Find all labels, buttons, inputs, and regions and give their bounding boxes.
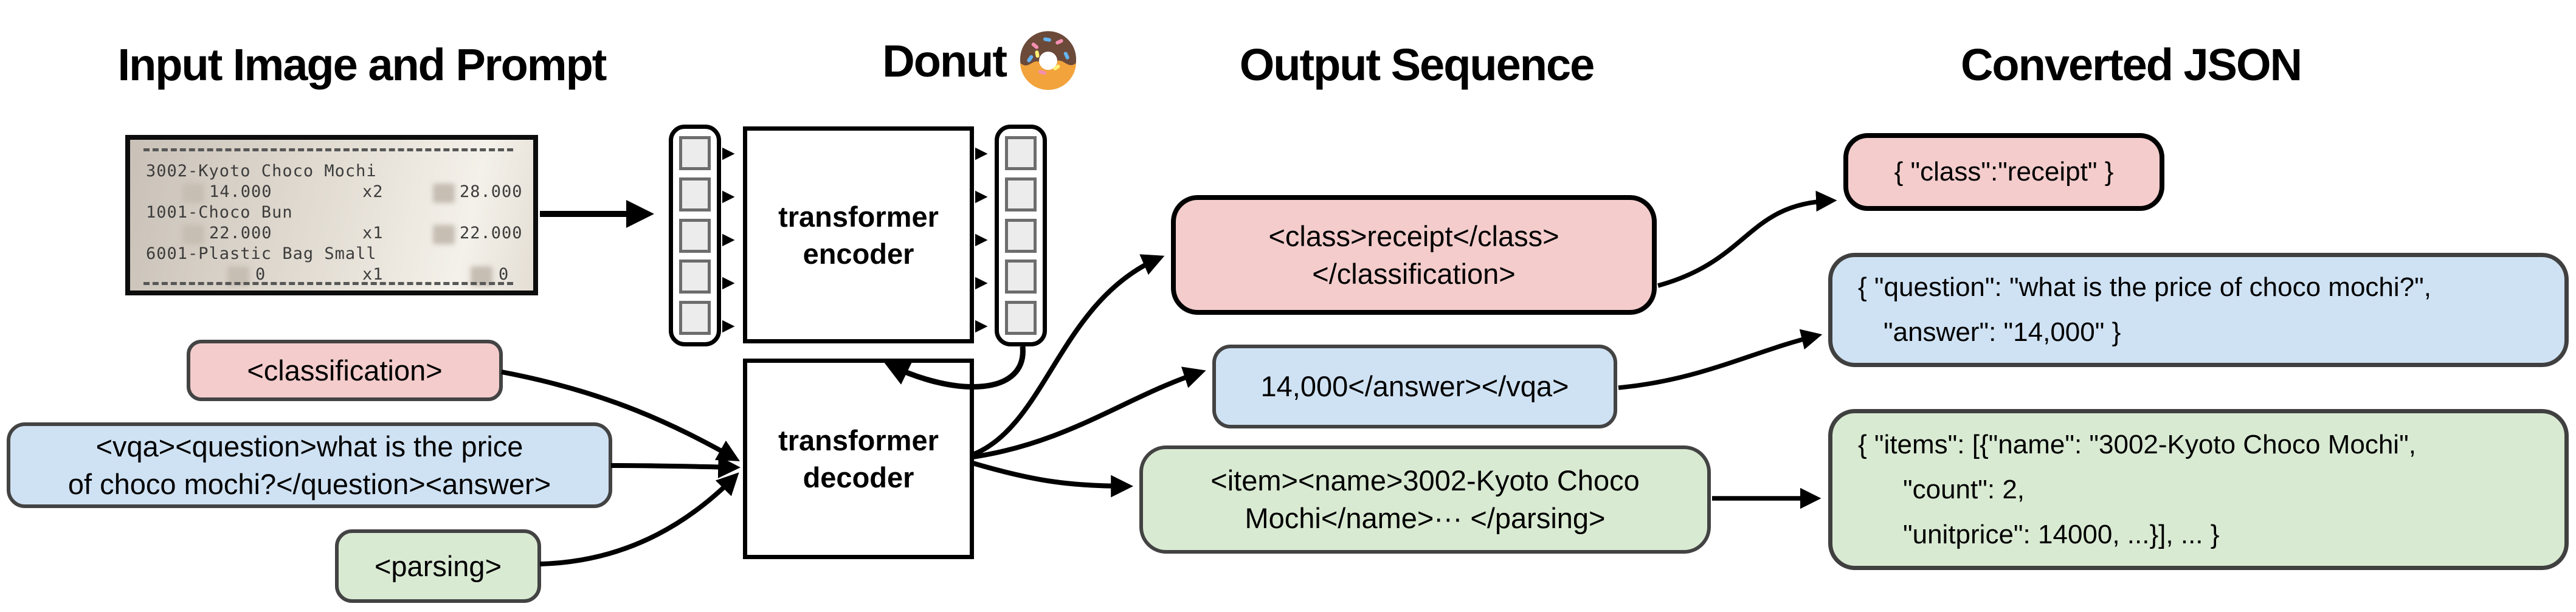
transformer-decoder-box: transformer decoder (743, 359, 974, 559)
receipt-item-name: 1001-Choco Bun (146, 203, 293, 222)
receipt-item-total: 0 (499, 265, 509, 284)
encoder-label-line2: encoder (803, 237, 914, 270)
encoder-label-line1: transformer (778, 200, 939, 233)
json-vqa-line2: "answer": "14,000" } (1884, 317, 2121, 347)
json-items-line1: { "items": [{"name": "3002-Kyoto Choco M… (1858, 429, 2416, 459)
column-title-model: Donut (882, 36, 1007, 86)
prompt-parsing-box: <parsing> (335, 529, 541, 603)
prompt-vqa-line2: of choco mochi?</question><answer> (67, 467, 551, 500)
output-parsing-line1: <item><name>3002-Kyoto Choco (1210, 464, 1640, 497)
output-class-line1: <class>receipt</class> (1268, 219, 1559, 252)
prompt-vqa-box: <vqa><question>what is the price of choc… (7, 422, 612, 508)
input-receipt-image: 3002-Kyoto Choco Mochi 14.000 x2 28.000 … (125, 135, 538, 295)
patch-token (679, 260, 711, 294)
encoder-output-embeddings (995, 125, 1047, 346)
patch-token (1005, 177, 1037, 211)
patch-token (1005, 136, 1037, 170)
column-title-output: Output Sequence (1239, 40, 1595, 90)
column-title-json: Converted JSON (1960, 40, 2302, 90)
patch-token (1005, 260, 1037, 294)
json-parsing-box: { "items": [{"name": "3002-Kyoto Choco M… (1828, 409, 2569, 570)
column-title-input: Input Image and Prompt (117, 40, 607, 90)
donut-icon (1017, 29, 1080, 95)
output-vqa-box: 14,000</answer></vqa> (1212, 345, 1617, 428)
receipt-item-qty: x2 (362, 182, 384, 201)
json-items-line2: "count": 2, (1903, 474, 2025, 504)
transformer-encoder-box: transformer encoder (743, 126, 974, 343)
redaction-blur (182, 184, 204, 203)
prompt-parsing-text: <parsing> (374, 549, 502, 582)
receipt-item-price: 14.000 (209, 182, 272, 201)
patch-token (679, 136, 711, 170)
decoder-label-line1: transformer (778, 424, 939, 456)
decoder-label-line2: decoder (803, 461, 914, 493)
json-items-line3: "unitprice": 14000, ...}], ... } (1903, 519, 2220, 549)
receipt-item-name: 6001-Plastic Bag Small (146, 244, 377, 263)
output-parsing-box: <item><name>3002-Kyoto Choco Mochi</name… (1139, 445, 1711, 554)
output-classification-box: <class>receipt</class> </classification> (1171, 195, 1657, 315)
redaction-blur (433, 225, 455, 244)
output-class-line2: </classification> (1312, 257, 1516, 290)
redaction-blur (182, 225, 204, 244)
output-vqa-text: 14,000</answer></vqa> (1260, 370, 1569, 402)
patch-token (679, 301, 711, 335)
json-class-text: { "class":"receipt" } (1894, 157, 2114, 187)
receipt-item-price: 0 (255, 265, 266, 284)
redaction-blur (433, 184, 455, 203)
patch-token (679, 218, 711, 253)
receipt-separator-top (143, 148, 513, 151)
receipt-item-total: 22.000 (460, 224, 523, 242)
patch-token (679, 177, 711, 211)
json-classification-box: { "class":"receipt" } (1843, 133, 2164, 211)
prompt-classification-text: <classification> (247, 354, 443, 387)
patch-token (1005, 301, 1037, 335)
receipt-item-name: 3002-Kyoto Choco Mochi (146, 162, 377, 181)
prompt-vqa-line1: <vqa><question>what is the price (95, 430, 523, 462)
receipt-item-qty: x1 (362, 265, 384, 284)
receipt-item-total: 28.000 (460, 182, 523, 201)
receipt-item-price: 22.000 (209, 224, 272, 242)
output-parsing-line2: Mochi</name>··· </parsing> (1245, 502, 1606, 534)
receipt-item-qty: x1 (362, 224, 384, 242)
patch-token (1005, 218, 1037, 253)
prompt-classification-box: <classification> (187, 340, 503, 401)
encoder-input-patches (669, 125, 721, 346)
receipt-separator-bottom (143, 282, 513, 285)
json-vqa-line1: { "question": "what is the price of choc… (1858, 272, 2431, 302)
json-vqa-box: { "question": "what is the price of choc… (1828, 253, 2569, 367)
